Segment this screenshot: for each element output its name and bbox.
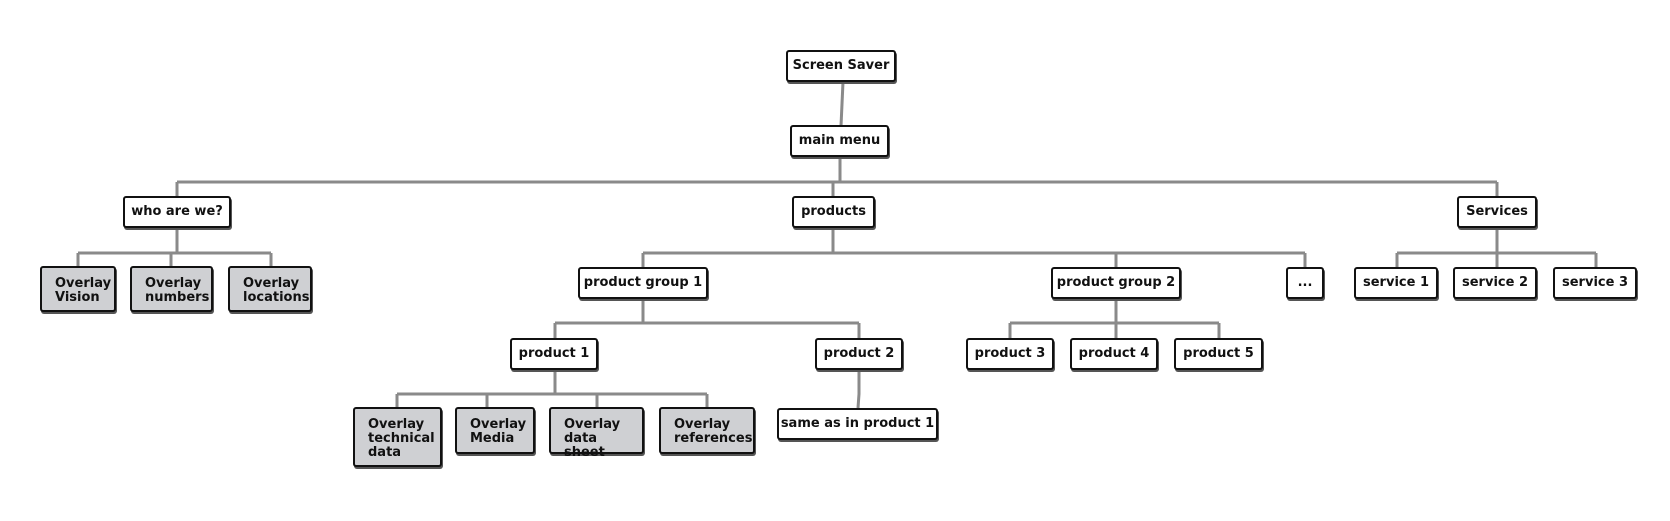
node-main-menu: main menu — [790, 125, 889, 157]
node-who-are-we: who are we? — [123, 196, 231, 228]
node-overlay-technical-data: Overlay technical data — [353, 407, 442, 467]
node-screen-saver: Screen Saver — [786, 50, 896, 82]
node-service-1: service 1 — [1354, 267, 1438, 299]
node-service-3: service 3 — [1553, 267, 1637, 299]
node-product-3: product 3 — [966, 338, 1054, 370]
node-product-5: product 5 — [1174, 338, 1263, 370]
node-more: ... — [1286, 267, 1324, 299]
node-same-as-product-1: same as in product 1 — [777, 408, 938, 440]
node-services: Services — [1457, 196, 1537, 228]
node-product-group-1: product group 1 — [578, 267, 708, 299]
node-overlay-references: Overlay references — [659, 407, 755, 454]
node-product-group-2: product group 2 — [1051, 267, 1181, 299]
node-product-1: product 1 — [510, 338, 598, 370]
node-service-2: service 2 — [1453, 267, 1537, 299]
node-overlay-media: Overlay Media — [455, 407, 535, 454]
node-products: products — [792, 196, 875, 228]
node-overlay-numbers: Overlay numbers — [130, 266, 213, 312]
node-overlay-locations: Overlay locations — [228, 266, 312, 312]
node-product-4: product 4 — [1070, 338, 1158, 370]
node-overlay-data-sheet: Overlay data sheet — [549, 407, 644, 460]
node-overlay-vision: Overlay Vision — [40, 266, 116, 312]
node-product-2: product 2 — [815, 338, 903, 370]
